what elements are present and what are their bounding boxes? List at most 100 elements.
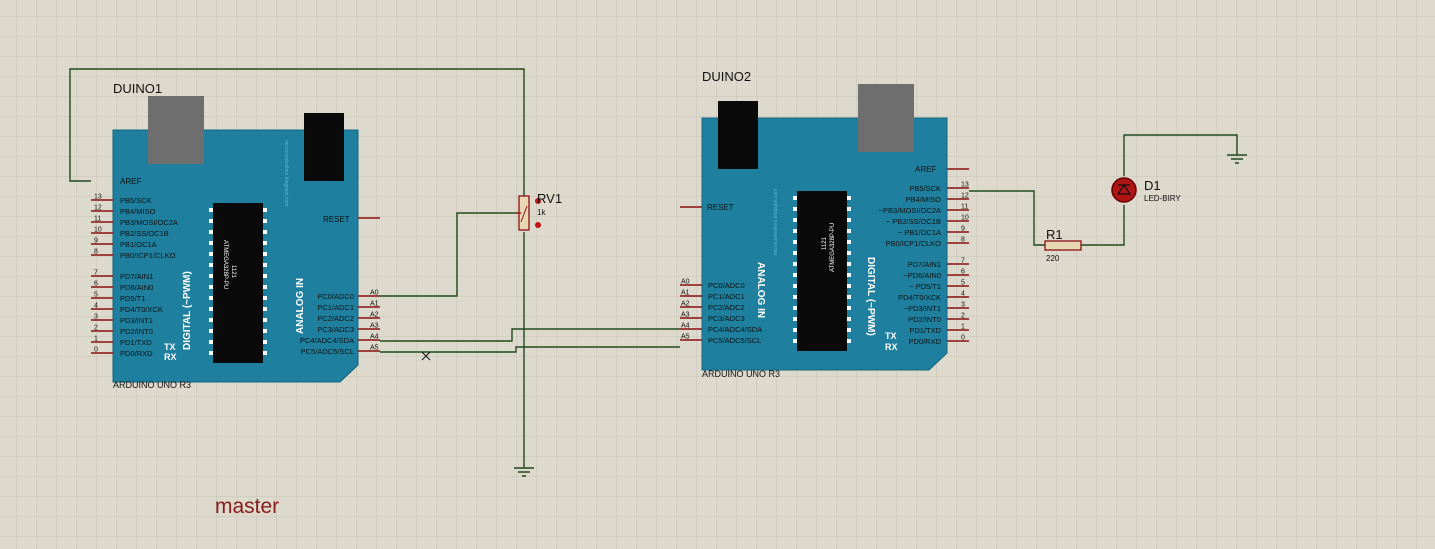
analog-pin-number: A3 xyxy=(370,323,379,330)
digital-pin-number: 10 xyxy=(961,215,969,222)
chip-pin xyxy=(793,339,797,343)
wire-sda[interactable] xyxy=(380,328,680,342)
chip-pin xyxy=(793,218,797,222)
digital-pin-number: 7 xyxy=(961,258,965,265)
chip-pin xyxy=(847,339,851,343)
pot-probe-up[interactable] xyxy=(535,198,541,204)
mcu-chip xyxy=(797,191,847,351)
wires xyxy=(69,68,1238,468)
chip-pin xyxy=(793,251,797,255)
board-model: ARDUINO UNO R3 xyxy=(702,369,780,379)
chip-pin xyxy=(847,207,851,211)
digital-pin-number: 3 xyxy=(94,314,98,321)
wire-a0-to-wiper[interactable] xyxy=(380,212,516,297)
analog-group-label: ANALOG IN xyxy=(755,262,766,318)
analog-pin-number: A0 xyxy=(370,290,379,297)
analog-pin-label: PC1/ADC1 xyxy=(317,303,354,312)
digital-pin-label: PB5/SCK xyxy=(120,196,152,205)
board-ref: DUINO2 xyxy=(702,69,751,84)
usb-connector xyxy=(148,96,204,164)
led-d1[interactable]: D1 LED-BIRY xyxy=(1111,177,1181,203)
chip-top-label: 1121 xyxy=(230,265,236,279)
chip-pin xyxy=(209,230,213,234)
analog-pin-label: PC3/ADC3 xyxy=(317,325,354,334)
led-ref: D1 xyxy=(1144,178,1161,193)
resistor-r1[interactable]: R1 220 xyxy=(1044,227,1082,263)
digital-pin-number: 4 xyxy=(94,303,98,310)
digital-pin-label: PD6/AIN0 xyxy=(120,283,153,292)
wire-r1-to-led[interactable] xyxy=(1081,205,1125,246)
chip-pin xyxy=(209,285,213,289)
analog-pin-number: A1 xyxy=(681,290,690,297)
analog-pin-label: PC5/ADC5/SCL xyxy=(301,347,354,356)
chip-pin xyxy=(793,284,797,288)
chip-pin xyxy=(263,219,267,223)
digital-pin-label: PD1/TXD xyxy=(909,326,941,335)
chip-pin xyxy=(847,306,851,310)
digital-pin-label: PD7/AIN1 xyxy=(120,272,153,281)
chip-pin xyxy=(209,263,213,267)
digital-pin-label: ~PB3/MOSI/OC2A xyxy=(879,206,941,215)
chip-name-label: ATMEGA328P-PU xyxy=(222,240,228,289)
chip-pin xyxy=(209,307,213,311)
digital-pin-label: PB1/OC1A xyxy=(120,240,157,249)
pot-wiper-arrow xyxy=(520,205,528,223)
chip-pin xyxy=(847,284,851,288)
chip-pin xyxy=(263,252,267,256)
usb-connector xyxy=(858,84,914,152)
digital-pin-label: PD2/INT0 xyxy=(908,315,941,324)
digital-pin-label: ~ PB2/SS/OC1B xyxy=(886,217,941,226)
chip-pin xyxy=(847,273,851,277)
digital-pin-number: 9 xyxy=(961,226,965,233)
chip-pin xyxy=(793,273,797,277)
digital-pin-label: PD3/INT1 xyxy=(120,316,153,325)
chip-top-label: 1121 xyxy=(822,236,828,250)
analog-pin-number: A2 xyxy=(681,301,690,308)
digital-pin-label: ~PD6/AIN0 xyxy=(903,271,941,280)
chip-pin xyxy=(847,229,851,233)
reset-label: RESET xyxy=(323,215,350,224)
wire-pin13-to-r1[interactable] xyxy=(969,190,1045,246)
board-side-text: microcontrollers.blogspot.com xyxy=(773,189,779,255)
chip-pin xyxy=(847,196,851,200)
digital-pin-label: ~ PB1/OC1A xyxy=(898,228,941,237)
wire-scl[interactable] xyxy=(380,346,680,353)
pot-probe-down[interactable] xyxy=(535,222,541,228)
analog-pin-number: A5 xyxy=(681,334,690,341)
rx-label: RX xyxy=(164,352,177,362)
wire-aref-to-pot[interactable] xyxy=(69,68,525,196)
digital-pin-label: PD5/T1 xyxy=(120,294,145,303)
digital-pin-number: 2 xyxy=(94,325,98,332)
digital-pin-number: 6 xyxy=(94,281,98,288)
chip-pin xyxy=(793,240,797,244)
led-diode-icon xyxy=(1116,183,1132,195)
digital-pin-number: 13 xyxy=(94,194,102,201)
wire-led-to-ground[interactable] xyxy=(1123,134,1238,176)
analog-pin-number: A2 xyxy=(370,312,379,319)
digital-pin-number: 0 xyxy=(961,335,965,342)
digital-pin-label: PD7/AIN1 xyxy=(908,260,941,269)
chip-pin xyxy=(209,219,213,223)
mcu-chip xyxy=(213,203,263,363)
arduino-duino1[interactable]: 1121 ATMEGA328P-PU microcontrollers.blog… xyxy=(91,81,380,390)
chip-pin xyxy=(847,218,851,222)
chip-pin xyxy=(263,285,267,289)
resistor-body xyxy=(1044,240,1082,251)
chip-pin xyxy=(847,295,851,299)
digital-pin-label: PB0/ICP1/CLKO xyxy=(120,251,176,260)
digital-pin-number: 11 xyxy=(94,216,101,223)
digital-pin-number: 1 xyxy=(94,336,98,343)
analog-pin-number: A0 xyxy=(681,279,690,286)
digital-pin-label: PB5/SCK xyxy=(909,184,941,193)
analog-pin-number: A4 xyxy=(681,323,690,330)
potentiometer-rv1[interactable]: RV1 1k xyxy=(516,191,562,231)
digital-pin-label: PB2/SS/OC1B xyxy=(120,229,169,238)
digital-pin-label: PD0/RXD xyxy=(908,337,941,346)
no-connect-mark xyxy=(421,351,431,361)
digital-pin-number: 8 xyxy=(94,249,98,256)
chip-pin xyxy=(209,208,213,212)
power-jack xyxy=(304,113,344,181)
arduino-duino2[interactable]: 1121 ATMEGA328P-PU microcontrollers.blog… xyxy=(680,69,969,379)
